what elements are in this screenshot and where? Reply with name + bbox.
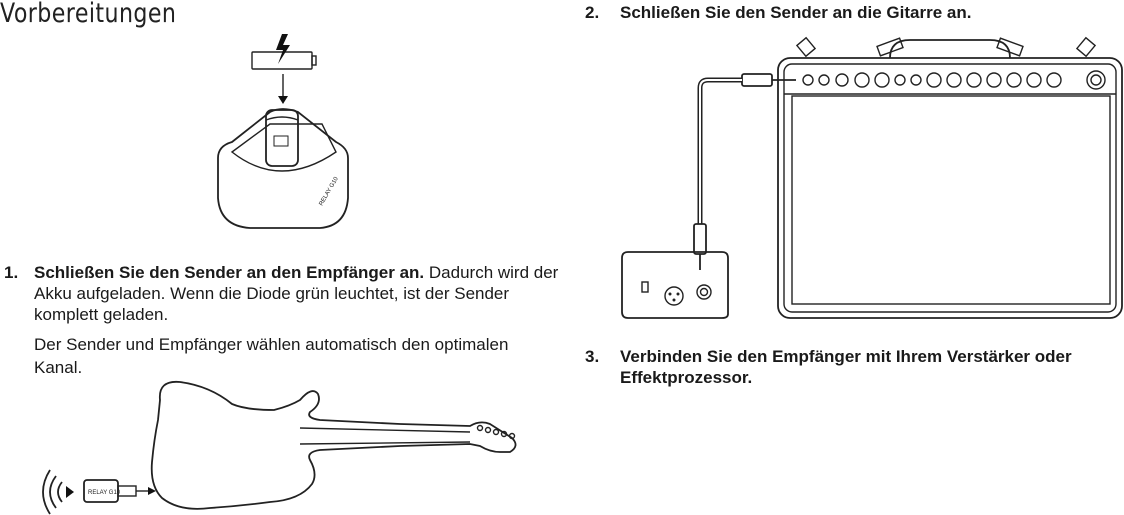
amplifier	[777, 36, 1123, 319]
charging-dock: RELAY G10	[217, 108, 349, 229]
amplifier-knobs	[802, 70, 1106, 90]
step-3-heading: Verbinden Sie den Empfänger mit Ihrem Ve…	[620, 347, 1072, 387]
step-2-heading: Schließen Sie den Sender an die Gitarre …	[620, 3, 972, 22]
receiver	[621, 251, 729, 319]
step-1-note: Der Sender und Empfänger wählen automati…	[34, 335, 509, 377]
step-2-number: 2.	[585, 3, 600, 22]
battery-charging-icon	[251, 34, 317, 70]
step-1-number: 1.	[4, 263, 19, 282]
step-1-body: Dadurch wird der Akku aufgeladen. Wenn d…	[34, 263, 559, 324]
guitar-body	[150, 380, 517, 510]
wireless-signal-icon	[42, 469, 74, 515]
transmitter: RELAY G10	[83, 479, 156, 503]
step-1-heading: Schließen Sie den Sender an den Empfänge…	[34, 263, 425, 282]
step-3: 3. Verbinden Sie den Empfänger mit Ihrem…	[585, 346, 1115, 388]
guitar-cable	[693, 73, 796, 270]
svg-text:RELAY G10: RELAY G10	[319, 176, 341, 207]
step-1: 1. Schließen Sie den Sender an den Empfä…	[4, 262, 559, 379]
page-title: Vorbereitungen	[0, 0, 177, 29]
step-3-number: 3.	[585, 347, 600, 366]
svg-text:RELAY G10: RELAY G10	[88, 490, 121, 496]
step-2: 2. Schließen Sie den Sender an die Gitar…	[585, 2, 1105, 23]
